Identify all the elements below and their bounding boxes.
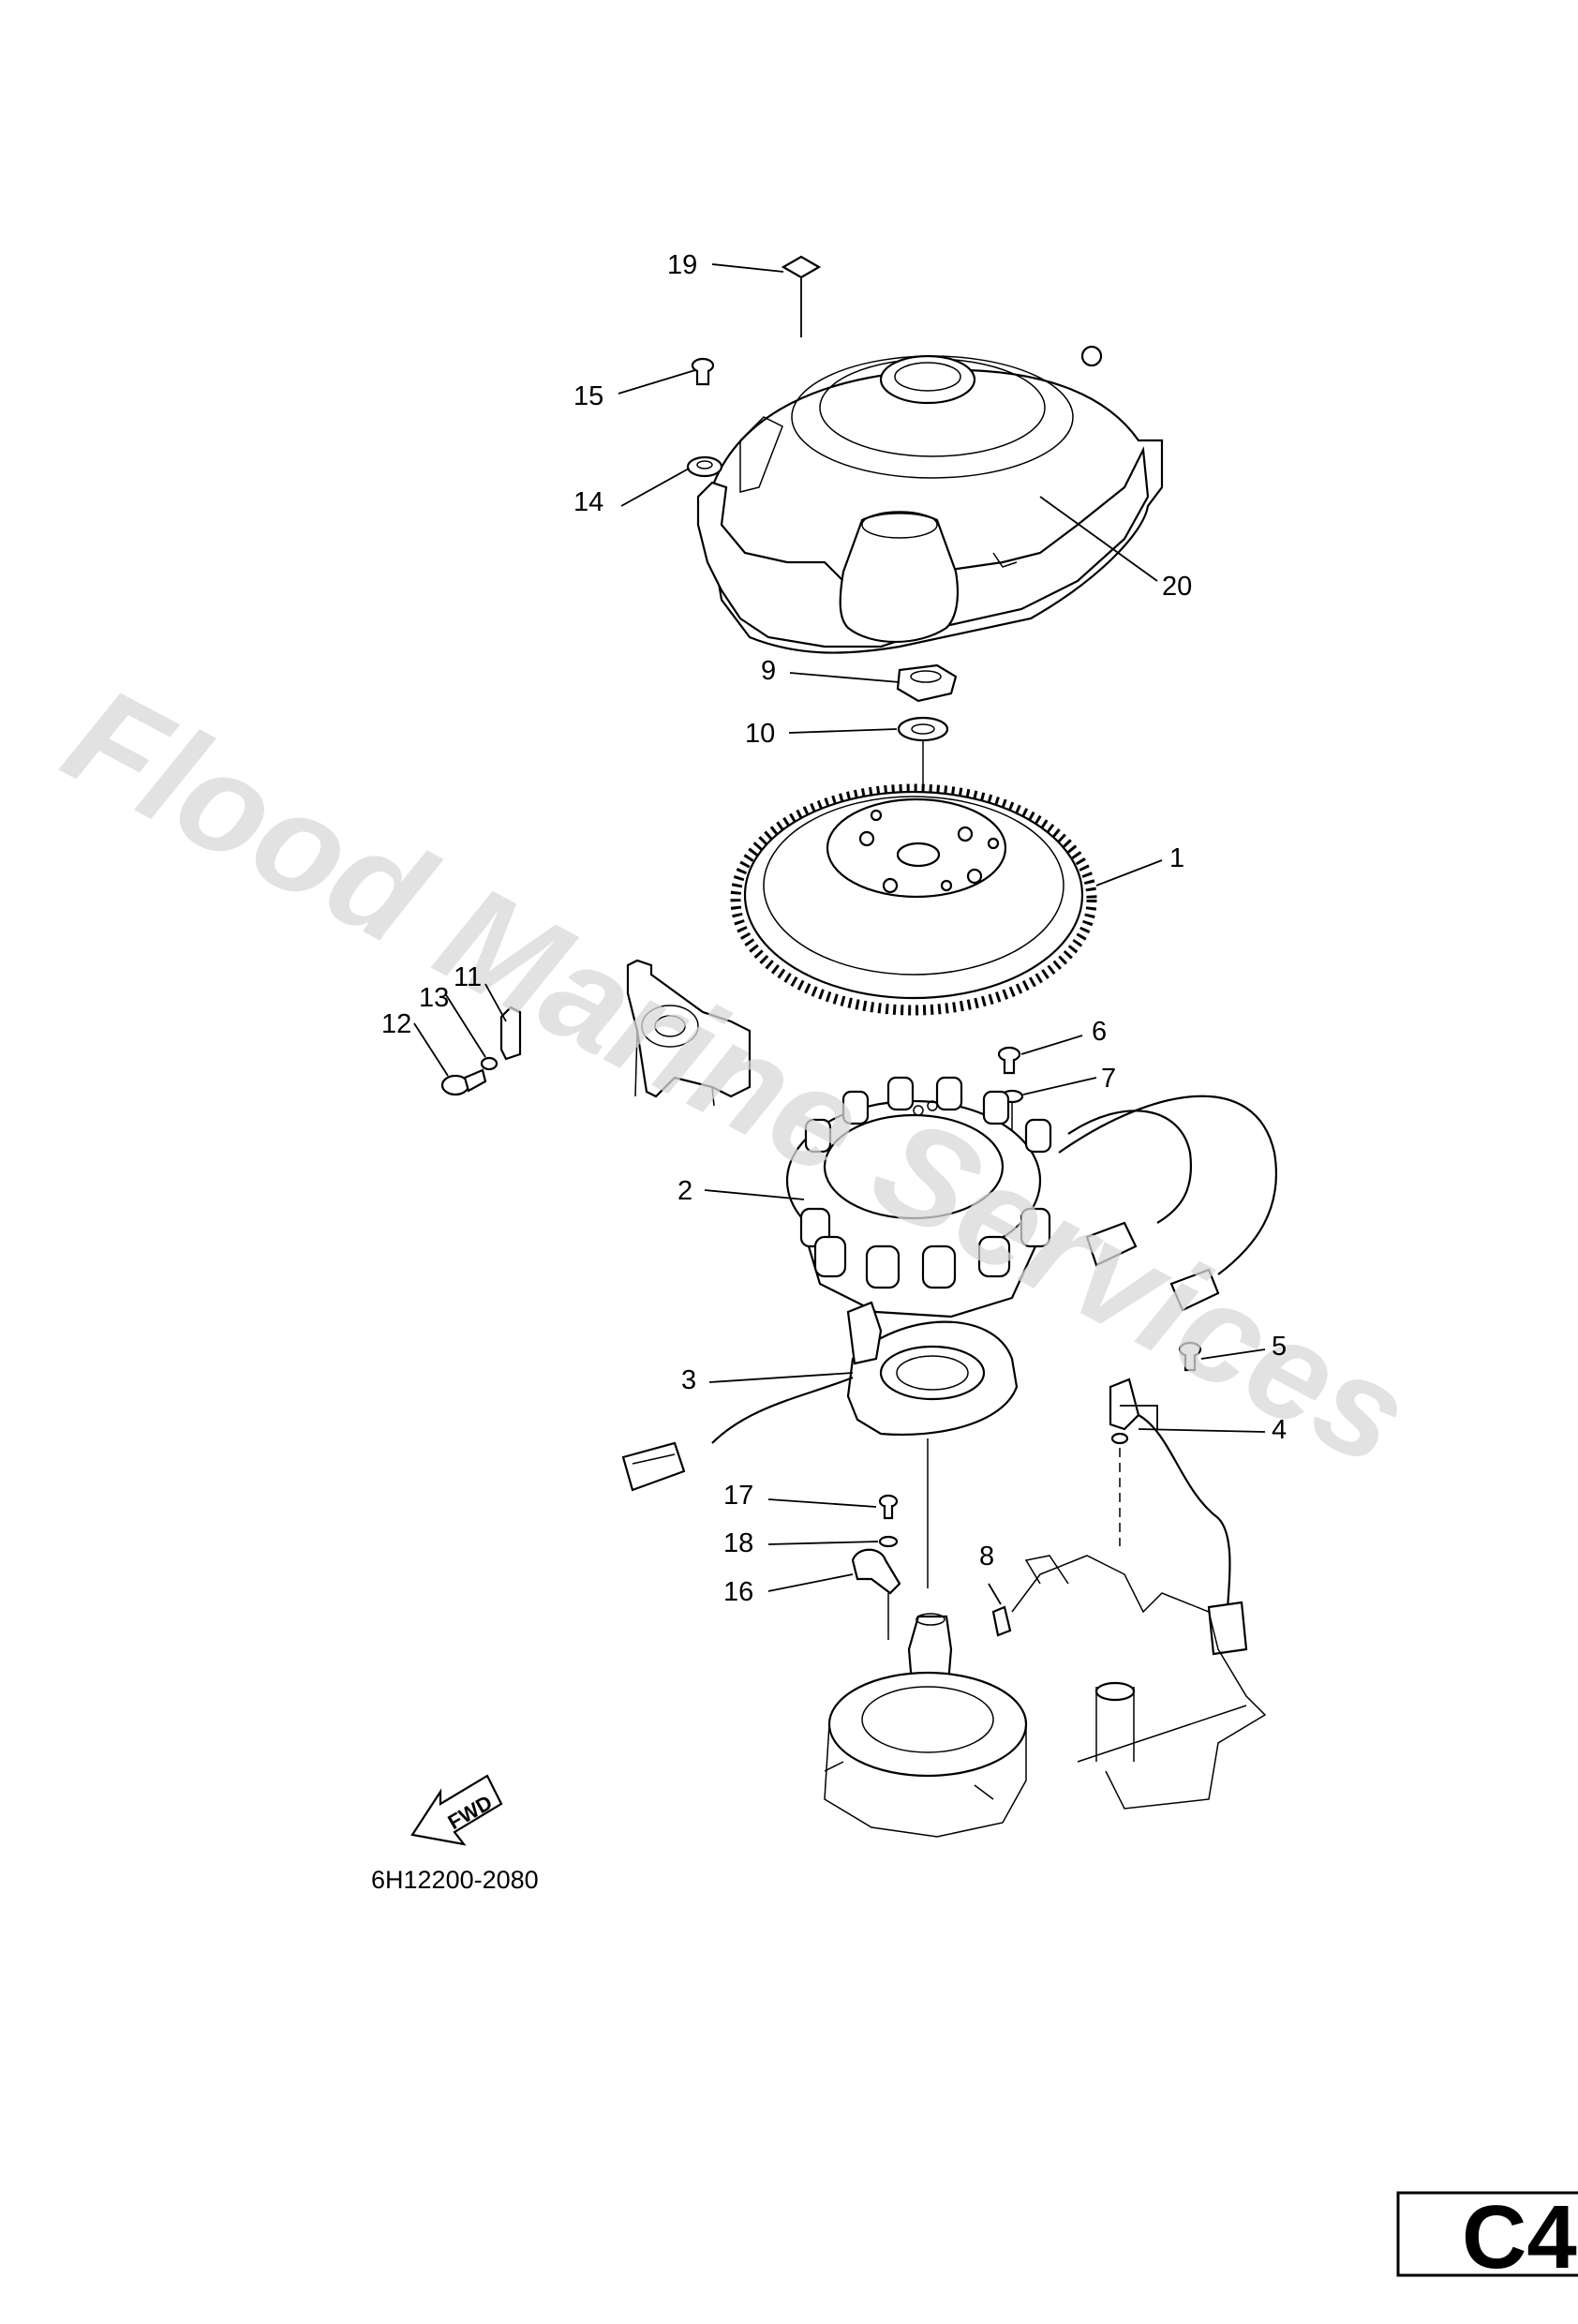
- callout-labels: 19 15 14 20 9 10 1 11 13 12 6 7 2 3 5 4 …: [381, 250, 1287, 1607]
- leader-lines: [413, 263, 1266, 1605]
- sensor-screw: [1178, 1341, 1202, 1372]
- stator-assembly: [785, 1076, 1277, 1318]
- pulser-coil-base: [621, 1301, 1019, 1492]
- cover-screw: [691, 357, 715, 386]
- drawing-reference-code: 6H12200-2080: [371, 1866, 539, 1894]
- callout-3: 3: [681, 1365, 696, 1395]
- flywheel-cover: [696, 345, 1164, 654]
- callout-4: 4: [1272, 1415, 1287, 1445]
- callout-1: 1: [1169, 843, 1184, 873]
- callout-17: 17: [723, 1481, 753, 1511]
- watermark: Flood Marine Services: [42, 656, 1434, 1496]
- callout-6: 6: [1092, 1017, 1107, 1047]
- callout-9: 9: [761, 656, 776, 686]
- callout-7: 7: [1101, 1064, 1116, 1094]
- callout-18: 18: [723, 1528, 753, 1558]
- caution-label: [781, 255, 822, 279]
- clamp-washer: [878, 1535, 899, 1548]
- callout-14: 14: [573, 487, 603, 517]
- bracket-bolt: [440, 1068, 487, 1096]
- woodruff-key: [991, 1605, 1012, 1637]
- crankcase-fragment: [824, 1555, 1267, 1838]
- callout-20: 20: [1162, 572, 1192, 602]
- bracket-washer: [480, 1056, 499, 1071]
- stator-screw: [997, 1046, 1021, 1075]
- callout-13: 13: [419, 983, 449, 1013]
- callout-16: 16: [723, 1577, 753, 1607]
- flywheel: [730, 783, 1097, 1016]
- wire-clamp: [851, 1548, 901, 1595]
- grommet: [686, 455, 723, 478]
- forward-direction-indicator: FWD: [410, 1774, 503, 1846]
- flywheel-nut: [896, 663, 958, 703]
- callout-10: 10: [745, 719, 775, 749]
- clamp-screw: [878, 1494, 899, 1520]
- callout-8: 8: [979, 1542, 994, 1572]
- callout-12: 12: [381, 1009, 411, 1039]
- page-code-box: C4: [1396, 2187, 1578, 2287]
- flywheel-washer: [897, 716, 949, 742]
- page-code: C4: [1462, 2187, 1577, 2287]
- mounting-bracket: [626, 959, 752, 1107]
- callout-2: 2: [677, 1176, 692, 1206]
- callout-15: 15: [573, 381, 603, 411]
- callout-5: 5: [1272, 1332, 1287, 1362]
- callout-19: 19: [667, 250, 697, 280]
- thermo-sensor: [1109, 1378, 1248, 1656]
- callout-11: 11: [454, 962, 482, 992]
